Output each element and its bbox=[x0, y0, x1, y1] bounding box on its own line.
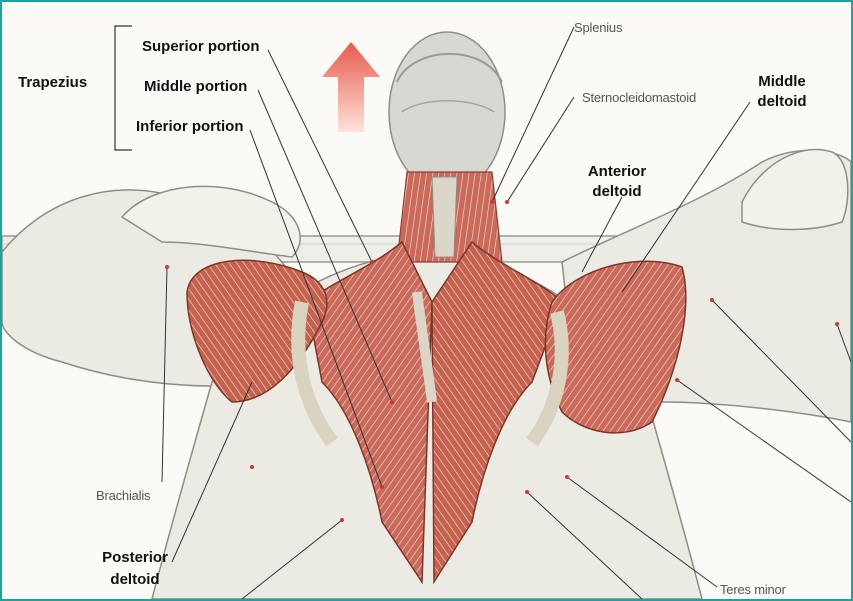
trapezius-bracket bbox=[115, 26, 132, 150]
label-anterior-deltoid-line1: Anterior bbox=[582, 162, 652, 182]
label-posterior-deltoid-line2: deltoid bbox=[90, 569, 180, 591]
label-brachialis: Brachialis bbox=[96, 488, 150, 503]
label-splenius: Splenius bbox=[574, 20, 622, 35]
label-teres-minor: Teres minor bbox=[720, 582, 786, 597]
label-inferior-portion: Inferior portion bbox=[136, 118, 244, 135]
label-anterior-deltoid: Anterior deltoid bbox=[582, 162, 652, 202]
label-posterior-deltoid: Posterior deltoid bbox=[90, 547, 180, 591]
label-middle-deltoid-line1: Middle bbox=[750, 72, 814, 92]
head bbox=[389, 32, 505, 192]
right-hand bbox=[742, 149, 848, 229]
label-middle-portion: Middle portion bbox=[144, 78, 247, 95]
label-middle-deltoid: Middle deltoid bbox=[750, 72, 814, 112]
label-middle-deltoid-line2: deltoid bbox=[750, 92, 814, 112]
label-anterior-deltoid-line2: deltoid bbox=[582, 182, 652, 202]
up-arrow-icon bbox=[322, 42, 380, 132]
label-superior-portion: Superior portion bbox=[142, 38, 260, 55]
label-posterior-deltoid-line1: Posterior bbox=[90, 547, 180, 569]
label-sternocleidomastoid: Sternocleidomastoid bbox=[582, 90, 696, 105]
label-trapezius: Trapezius bbox=[18, 74, 87, 91]
